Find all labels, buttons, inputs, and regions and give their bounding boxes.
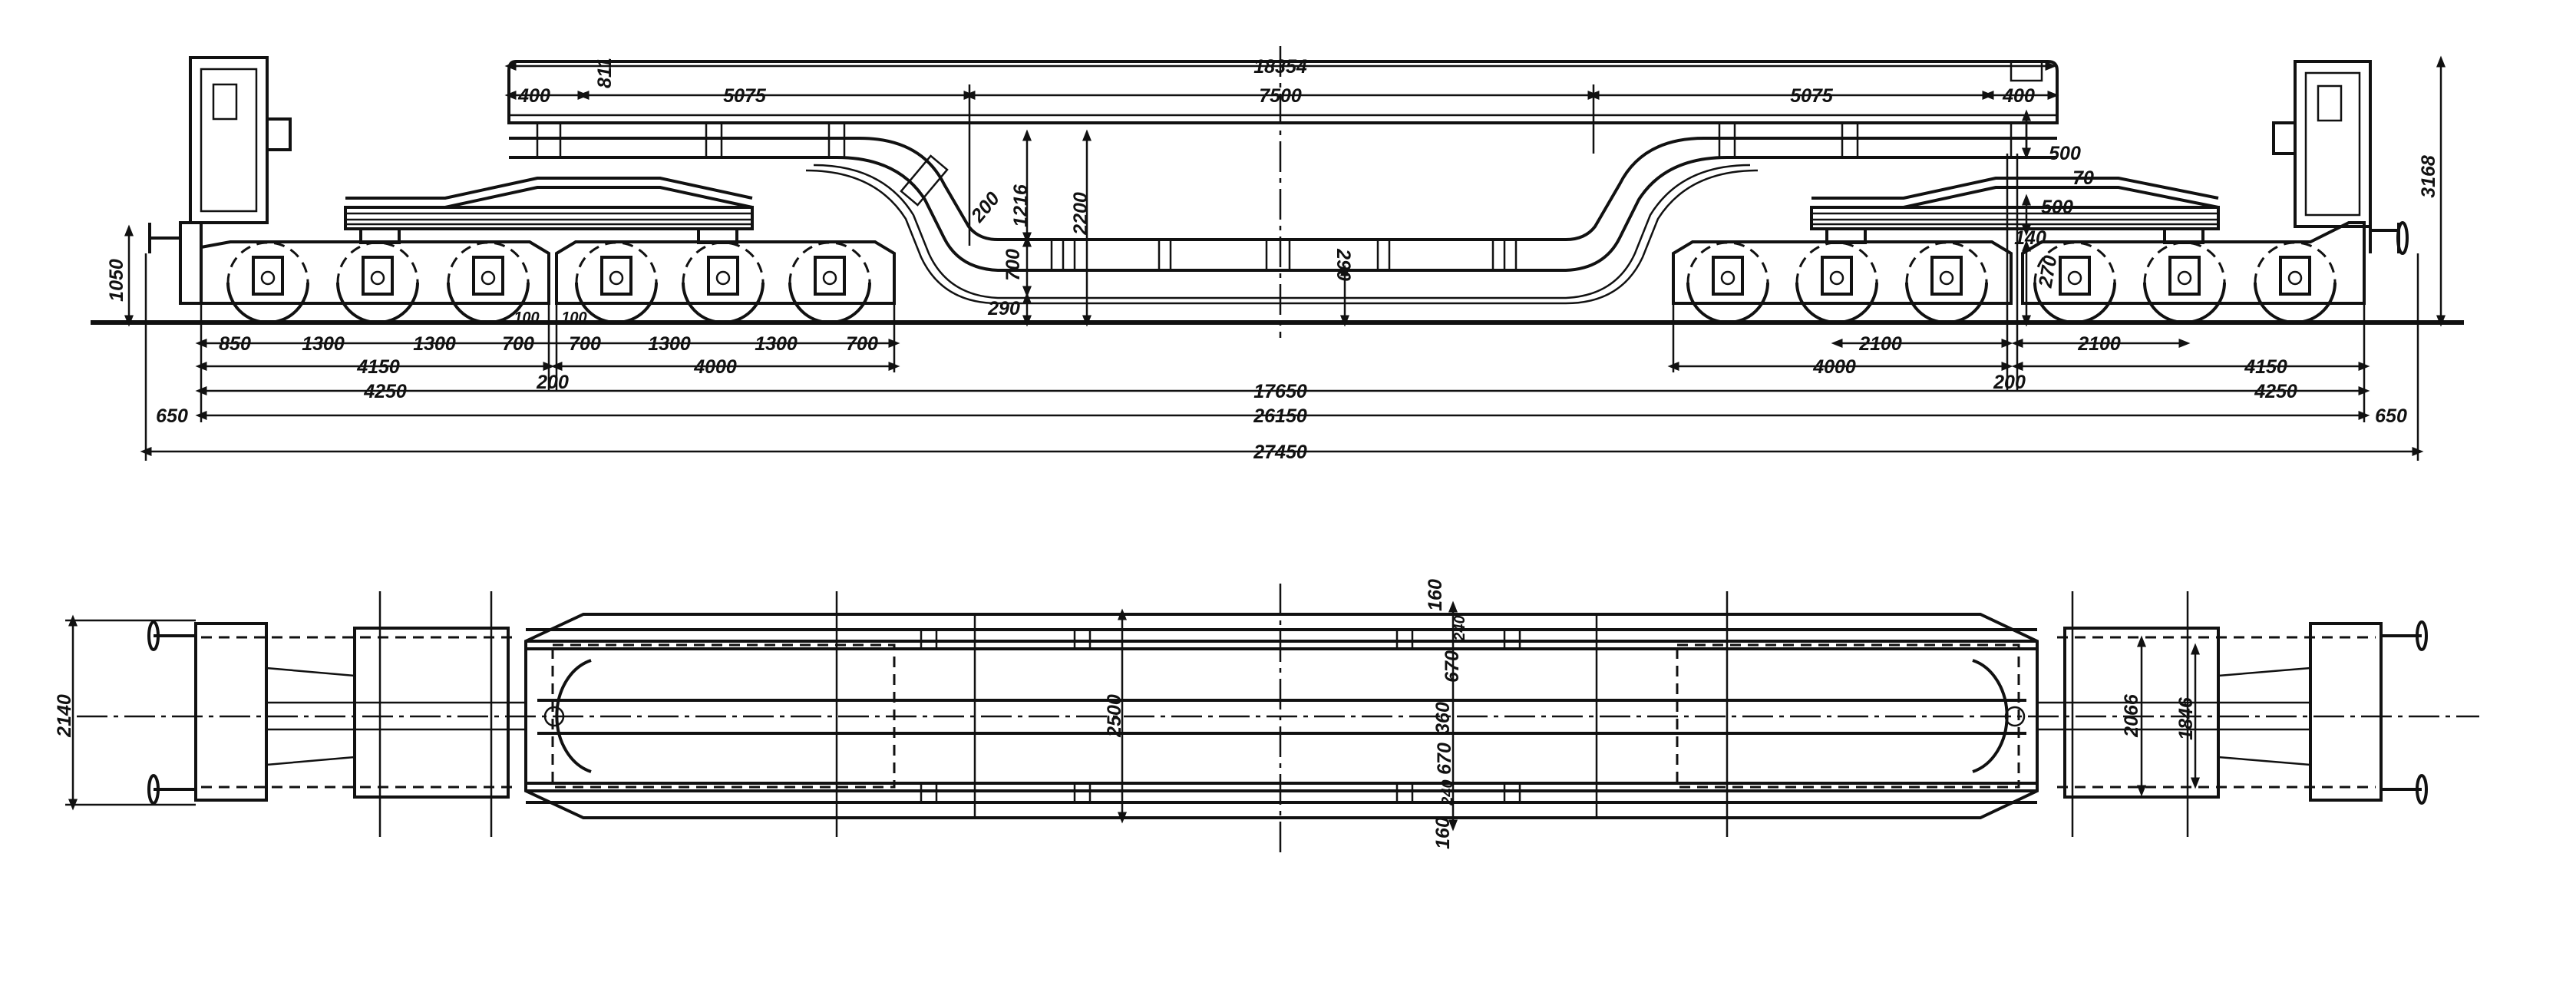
dim-coupler-height: 1050	[106, 259, 127, 302]
wheel	[336, 241, 419, 324]
dim-label: 290	[1333, 248, 1354, 281]
wheel	[1905, 241, 1988, 324]
dim-label: 7500	[1259, 85, 1302, 107]
wheels	[226, 241, 2337, 324]
plan-view-labels: 2140 2500 160 240 670 360 670 240 160 20…	[54, 579, 2197, 849]
dim-label: 4250	[363, 381, 407, 402]
span-bolster-right	[1810, 177, 2220, 244]
dim-overall-length: 27450	[1253, 442, 1307, 463]
wheel	[575, 241, 658, 324]
cross-members	[536, 123, 2028, 270]
wheel	[2033, 241, 2116, 324]
dim-label: 4150	[356, 356, 400, 378]
bogie-plan-left	[194, 622, 526, 802]
dim-label: 2100	[1858, 333, 1902, 355]
dim-label: 17650	[1253, 381, 1307, 402]
dim-label: 670	[1442, 650, 1463, 683]
dim-label: 200	[1993, 372, 2026, 393]
dim-label: 4000	[1812, 356, 1856, 378]
dim-label: 200	[966, 188, 1004, 227]
dim-label: 1300	[302, 333, 345, 355]
wheel	[447, 241, 530, 324]
wheel	[1795, 241, 1878, 324]
wheel	[682, 241, 765, 324]
dim-label: 670	[1434, 743, 1455, 775]
brake-cabin-right	[2272, 60, 2372, 228]
dim-label: 100	[514, 309, 539, 326]
dim-label: 850	[219, 333, 251, 355]
dim-label: 650	[156, 405, 188, 427]
dim-label: 1300	[755, 333, 798, 355]
brake-cabin-left	[189, 56, 292, 224]
dim-label: 700	[502, 333, 534, 355]
wheel	[788, 241, 871, 324]
dim-label: 160	[1432, 817, 1454, 849]
dim-label: 100	[561, 309, 586, 326]
dim-label: 2100	[2077, 333, 2121, 355]
dim-label: 650	[2375, 405, 2407, 427]
dim-label: 200	[536, 372, 569, 393]
dim-overall-girder: 18354	[1253, 56, 1307, 78]
dim-label: 290	[987, 298, 1020, 319]
dim-label: 700	[569, 333, 601, 355]
dim-frame-width: 2500	[1104, 694, 1125, 738]
dim-label: 700	[1002, 249, 1024, 281]
dim-label: 70	[2072, 167, 2094, 189]
dim-label: 5075	[723, 85, 767, 107]
wheel	[226, 241, 309, 324]
dim-label: 811	[594, 58, 616, 88]
dim-label: 240	[1439, 779, 1456, 805]
dim-label: 270	[2035, 254, 2062, 290]
plan-view: 2140 2500 160 240 670 360 670 240 160 20…	[54, 579, 2479, 852]
dim-label: 140	[2014, 227, 2046, 249]
main-frame-plan	[378, 591, 2189, 837]
dim-label: 5075	[1790, 85, 1834, 107]
buffer-left	[148, 223, 180, 253]
dim-label: 2066	[2121, 693, 2142, 738]
buffer-right	[2369, 221, 2409, 255]
span-bolster-left	[344, 177, 754, 244]
dim-label: 2200	[1070, 192, 1091, 236]
side-view: 18354 400 811 5075 7500 5075 400 1216 22…	[91, 46, 2464, 463]
wheel	[2254, 241, 2337, 324]
dim-label: 400	[2002, 85, 2035, 107]
buffers-plan	[147, 620, 2428, 805]
dim-label: 1300	[413, 333, 456, 355]
dim-label: 160	[1425, 579, 1446, 611]
dimension-lines	[124, 55, 2446, 461]
dim-label: 400	[517, 85, 550, 107]
dim-label: 26150	[1253, 405, 1307, 427]
dim-total-height: 3168	[2418, 155, 2439, 198]
dim-label: 500	[2041, 197, 2073, 218]
dim-plan-width: 2140	[54, 694, 75, 738]
dim-label: 4150	[2244, 356, 2287, 378]
dim-label: 500	[2049, 143, 2081, 164]
dim-label: 1216	[1010, 184, 1032, 227]
plan-dimension-lines	[65, 600, 2200, 832]
dim-label: 4000	[693, 356, 737, 378]
dim-label: 360	[1432, 702, 1454, 734]
dim-label: 1846	[2175, 696, 2197, 740]
dim-label: 1300	[648, 333, 691, 355]
dim-label: 4250	[2254, 381, 2297, 402]
wheel	[1686, 241, 1769, 324]
dim-label: 700	[846, 333, 878, 355]
bogie-plan-right	[2037, 622, 2383, 802]
wheel	[2143, 241, 2226, 324]
dim-label: 240	[1451, 615, 1468, 641]
